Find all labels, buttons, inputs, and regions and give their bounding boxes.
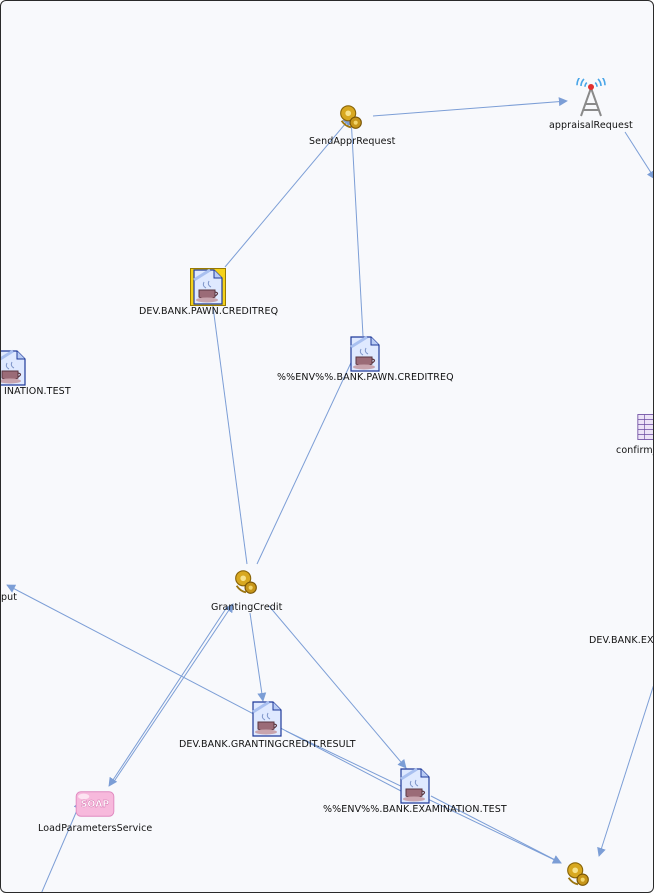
node-label: %%ENV%%.BANK.EXAMINATION.TEST — [323, 804, 507, 815]
node-label: GrantingCredit — [211, 602, 283, 613]
table-grid-icon[interactable] — [637, 412, 653, 442]
edge-send-appr-request-to-appraisal-request[interactable] — [372, 97, 568, 117]
process-gear-icon[interactable] — [563, 859, 593, 889]
edge-dev-bank-pawn-creditreq-to-send-appr-request[interactable] — [224, 116, 352, 268]
process-gear-icon[interactable] — [336, 102, 366, 132]
edge-offscreen-bottom-to-load-parameters-service[interactable] — [41, 800, 82, 893]
node-label: INATION.TEST — [4, 386, 71, 397]
java-document-icon[interactable] — [190, 268, 226, 306]
edge-granting-credit-to-env-bank-examination-test[interactable] — [268, 605, 407, 769]
node-label: confirm_ — [616, 445, 654, 456]
edge-env-bank-examination-test-to-bottom-process[interactable] — [430, 795, 562, 864]
svg-text:SOAP: SOAP — [81, 799, 110, 810]
node-label: put — [1, 592, 18, 603]
java-document-icon[interactable] — [347, 335, 383, 373]
edge-granting-credit-to-dev-bank-pawn-creditreq[interactable] — [204, 268, 248, 565]
node-label: DEV.BANK.EX — [589, 635, 654, 646]
java-document-icon[interactable] — [1, 349, 29, 387]
edge-granting-credit-to-env-bank-pawn-creditreq[interactable] — [256, 336, 364, 565]
antenna-broadcast-icon[interactable] — [569, 74, 613, 118]
node-label: DEV.BANK.PAWN.CREDITREQ — [139, 306, 279, 317]
java-document-icon[interactable] — [397, 767, 433, 805]
node-label: %%ENV%%.BANK.PAWN.CREDITREQ — [277, 372, 454, 383]
edge-dev-bank-ex-to-bottom-process[interactable] — [597, 681, 654, 857]
edge-granting-credit-to-dev-bank-grantingcredit-result[interactable] — [249, 612, 267, 702]
java-document-icon[interactable] — [249, 700, 285, 738]
soap-service-icon[interactable]: SOAP — [74, 788, 116, 820]
node-label: LoadParametersService — [38, 823, 153, 834]
node-label: appraisalRequest — [549, 120, 633, 131]
edge-granting-credit-to-load-parameters-service[interactable] — [108, 606, 228, 787]
edge-load-parameters-service-to-granting-credit[interactable] — [112, 603, 234, 784]
node-label: SendApprRequest — [309, 136, 396, 147]
node-label: DEV.BANK.GRANTINGCREDIT.RESULT — [179, 739, 356, 750]
edge-appraisal-request-to-confirm[interactable] — [624, 131, 654, 180]
edge-env-bank-examination-test-to-put[interactable] — [6, 584, 402, 792]
edge-env-bank-pawn-creditreq-to-send-appr-request[interactable] — [346, 116, 364, 337]
process-gear-icon[interactable] — [231, 567, 261, 597]
